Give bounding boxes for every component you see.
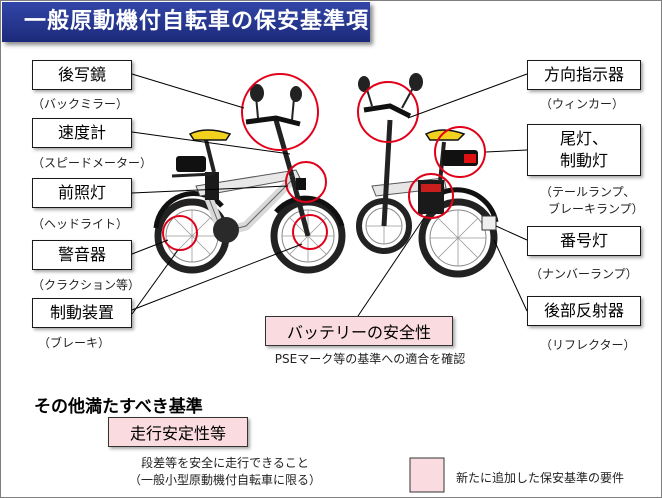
sub-headlight: （ヘッドライト）: [32, 217, 129, 231]
label-battery-safety: バッテリーの安全性: [265, 316, 453, 346]
connector-lines: [131, 73, 528, 317]
label-turn-signal: 方向指示器: [527, 60, 641, 90]
left-bicycle-illustration: [153, 84, 346, 274]
sub-tail-light: （テールランプ、: [540, 185, 636, 199]
sub-rear-reflector: （リフレクター）: [540, 338, 636, 352]
highlight-circles: [162, 73, 486, 251]
label-brake-system: 制動装置: [32, 298, 132, 328]
sub-speedometer: （スピードメーター）: [32, 156, 153, 170]
label-number-light: 番号灯: [527, 226, 641, 256]
sub-number-light: （ナンバーランプ）: [530, 267, 638, 281]
running-stability-note-2: （一般小型原動機付自転車に限る）: [128, 473, 321, 487]
sub-brake-system: （ブレーキ）: [38, 336, 111, 350]
other-standards-heading: その他満たすべき基準: [34, 397, 203, 417]
label-horn: 警音器: [32, 240, 132, 270]
right-bicycle-illustration: [356, 73, 499, 278]
label-running-stability: 走行安定性等: [108, 417, 248, 447]
label-headlight: 前照灯: [32, 178, 132, 208]
label-tail-brake-light: 尾灯、 制動灯: [527, 124, 641, 176]
label-rear-mirror: 後写鏡: [32, 60, 132, 90]
sub-brake-light: ブレーキランプ）: [548, 202, 644, 216]
legend-swatch: [409, 457, 445, 493]
sub-turn-signal: （ウィンカー）: [540, 97, 625, 111]
legend-label: 新たに追加した保安基準の要件: [456, 471, 625, 485]
battery-note: PSEマーク等の基準への適合を確認: [274, 352, 466, 366]
page-title: 一般原動機付自転車の保安基準項目: [2, 2, 370, 74]
label-speedometer: 速度計: [32, 118, 132, 148]
sub-rear-mirror: （バックミラー）: [32, 97, 129, 111]
sub-horn: （クラクション等）: [32, 278, 141, 292]
label-rear-reflector: 後部反射器: [527, 296, 641, 326]
running-stability-note-1: 段差等を安全に走行できること: [141, 456, 309, 470]
